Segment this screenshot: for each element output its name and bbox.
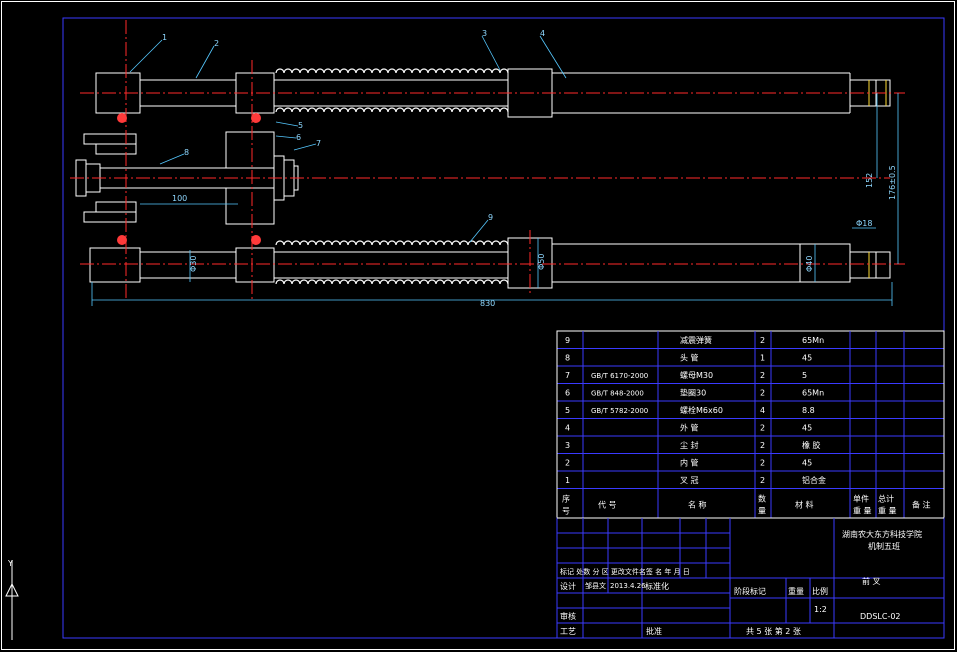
stage-mark-label: 阶段标记: [734, 586, 766, 596]
parts-row-name: 内 管: [680, 458, 699, 468]
head-tube-assembly: [70, 131, 890, 225]
parts-row-name: 尘 封: [680, 440, 699, 450]
balloon-3: 3: [482, 29, 487, 38]
parts-row-no: 4: [565, 424, 570, 433]
header-total-b: 重 量: [878, 506, 897, 516]
centerlines: [80, 20, 905, 300]
parts-row-material: 45: [802, 424, 812, 433]
title-block: 湖南农大东方科技学院 机制五班 前 叉 DDSLC-02 标记 处数 分 区 更…: [556, 517, 945, 639]
parts-row-qty: 2: [760, 336, 765, 345]
parts-row-qty: 4: [760, 406, 765, 415]
process-label: 工艺: [560, 627, 576, 636]
dim-100: 100: [172, 194, 187, 203]
parts-row-material: 65Mn: [802, 389, 824, 398]
revision-header: 标记 处数 分 区 更改文件名签 名 年 月 日: [560, 567, 690, 576]
standardize-label: 标准化: [645, 581, 669, 591]
parts-row-material: 铝合金: [802, 475, 826, 485]
parts-row-name: 螺母M30: [680, 370, 713, 380]
scale-value: 1:2: [814, 605, 827, 614]
ucs-axis-icon: Y: [5, 559, 19, 640]
parts-row-code: GB/T 6170-2000: [591, 372, 648, 380]
balloon-4: 4: [540, 29, 545, 38]
parts-row-material: 5: [802, 371, 807, 380]
header-qty-a: 数: [758, 494, 766, 504]
parts-row-name: 外 管: [680, 423, 699, 433]
balloon-7: 7: [316, 139, 321, 148]
parts-row-qty: 2: [760, 371, 765, 380]
org-line-2: 机制五班: [868, 541, 900, 551]
ucs-y-label: Y: [7, 559, 13, 568]
header-remark: 备 注: [912, 500, 931, 510]
balloon-2: 2: [214, 39, 219, 48]
parts-row-material: 45: [802, 459, 812, 468]
part-balloons: 1 2 3 4 5 6 7 8 9: [129, 29, 567, 243]
drawing-frame: [62, 17, 945, 639]
design-label: 设计: [560, 581, 576, 591]
parts-row-qty: 2: [760, 389, 765, 398]
header-qty-b: 量: [758, 507, 766, 516]
drawing-number: DDSLC-02: [860, 612, 901, 621]
dim-phi30: Φ30: [189, 256, 198, 272]
approve-label: 批准: [646, 626, 662, 636]
parts-row-material: 8.8: [802, 406, 815, 415]
parts-row-code: GB/T 5782-2000: [591, 407, 648, 415]
header-name: 名 称: [688, 500, 707, 510]
lower-fork-leg: [89, 237, 891, 289]
parts-row-code: GB/T 848-2000: [591, 390, 644, 398]
parts-row-no: 2: [565, 459, 570, 468]
balloon-5: 5: [298, 121, 303, 130]
header-code: 代 号: [598, 500, 617, 510]
dim-152: 152: [865, 173, 874, 188]
dimensions: 830 100 152 176±0.5 Φ30 Φ50 Φ40 Φ18: [91, 93, 899, 308]
parts-row-name: 头 管: [680, 353, 699, 363]
parts-row-name: 叉 冠: [680, 476, 699, 485]
parts-row-qty: 2: [760, 459, 765, 468]
parts-row-no: 9: [565, 336, 570, 345]
header-unit-b: 重 量: [853, 506, 872, 516]
parts-row-qty: 2: [760, 476, 765, 485]
scale-label: 比例: [812, 586, 828, 596]
parts-row-no: 8: [565, 354, 570, 363]
parts-row-no: 5: [565, 406, 570, 415]
parts-row-no: 7: [565, 371, 570, 380]
design-date: 2013.4.26: [610, 582, 646, 590]
parts-row-name: 减震弹簧: [680, 335, 712, 345]
dim-phi18: Φ18: [856, 219, 872, 228]
org-line-1: 湖南农大东方科技学院: [842, 529, 922, 539]
parts-row-material: 45: [802, 354, 812, 363]
review-label: 审核: [560, 611, 576, 621]
dim-overall-length: 830: [480, 299, 495, 308]
parts-row-name: 垫圈30: [680, 388, 706, 398]
parts-row-qty: 2: [760, 424, 765, 433]
parts-row-material: 65Mn: [802, 336, 824, 345]
balloon-8: 8: [184, 148, 189, 157]
balloon-6: 6: [296, 133, 301, 142]
parts-row-qty: 2: [760, 441, 765, 450]
weight-label: 重量: [788, 586, 804, 596]
parts-row-name: 螺栓M6x60: [680, 405, 723, 415]
balloon-9: 9: [488, 213, 493, 222]
header-total-a: 总计: [878, 494, 894, 504]
header-no-b: 号: [562, 507, 570, 516]
balloon-1: 1: [162, 33, 167, 42]
dim-phi50: Φ50: [537, 254, 546, 270]
header-unit-a: 单件: [853, 494, 869, 504]
parts-row-no: 6: [565, 389, 570, 398]
designer-name: 邹县文: [585, 581, 606, 590]
parts-row-no: 3: [565, 441, 570, 450]
parts-row-no: 1: [565, 476, 570, 485]
sheet-count: 共 5 张 第 2 张: [746, 626, 801, 636]
dim-176: 176±0.5: [888, 165, 897, 200]
header-no-a: 序: [562, 494, 570, 504]
parts-row-material: 橡 胶: [802, 440, 821, 450]
dim-phi40: Φ40: [805, 256, 814, 272]
header-material: 材 料: [795, 500, 814, 510]
parts-row-qty: 1: [760, 354, 765, 363]
drawing-name: 前 叉: [862, 576, 881, 586]
